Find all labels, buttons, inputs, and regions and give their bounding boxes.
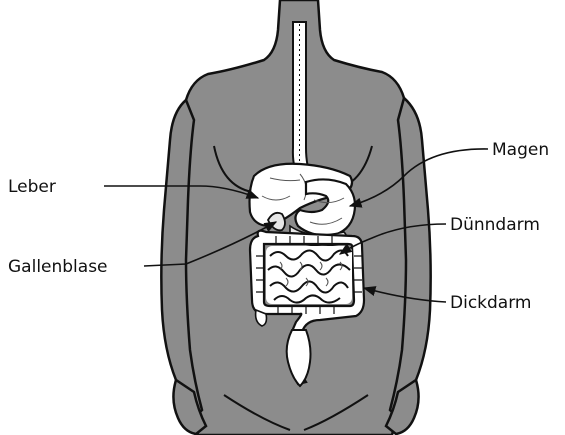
label-small-intestine: Dünndarm	[450, 215, 540, 235]
label-liver: Leber	[8, 177, 56, 197]
small-intestine	[266, 246, 352, 304]
label-large-intestine: Dickdarm	[450, 293, 531, 313]
label-gallbladder: Gallenblase	[8, 257, 108, 277]
label-stomach: Magen	[492, 140, 549, 160]
